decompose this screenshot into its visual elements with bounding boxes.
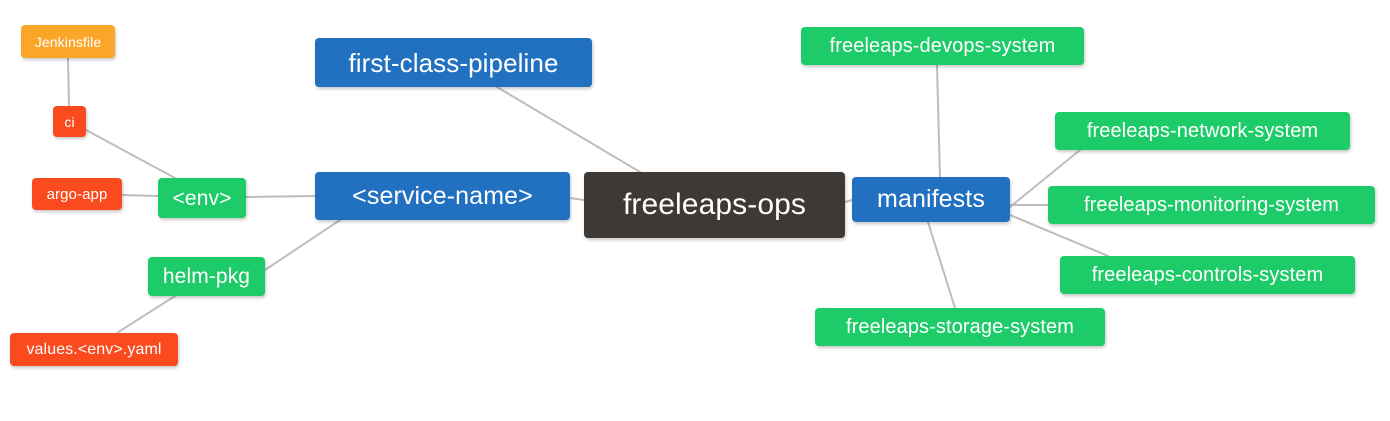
node-service-name[interactable]: <service-name> (315, 172, 570, 220)
node-label-service-name: <service-name> (352, 181, 533, 210)
node-env[interactable]: <env> (158, 178, 246, 218)
node-argo-app[interactable]: argo-app (32, 178, 122, 210)
edge-service-name-to-env (245, 195, 316, 198)
node-values-env-yaml[interactable]: values.<env>.yaml (10, 333, 178, 366)
node-helm-pkg[interactable]: helm-pkg (148, 257, 265, 296)
node-label-ci: ci (64, 113, 75, 130)
node-freeleaps-network-system[interactable]: freeleaps-network-system (1055, 112, 1350, 150)
node-freeleaps-controls-system[interactable]: freeleaps-controls-system (1060, 256, 1355, 294)
node-label-manifests: manifests (877, 185, 985, 213)
node-label-argo-app: argo-app (46, 185, 108, 203)
node-freeleaps-devops-system[interactable]: freeleaps-devops-system (801, 27, 1084, 65)
node-label-freeleaps-devops-system: freeleaps-devops-system (829, 35, 1056, 57)
node-label-first-class-pipeline: first-class-pipeline (348, 47, 559, 78)
node-label-jenkinsfile: Jenkinsfile (34, 33, 102, 50)
node-label-freeleaps-storage-system: freeleaps-storage-system (845, 316, 1075, 338)
node-label-helm-pkg: helm-pkg (162, 265, 251, 288)
edge-helm-pkg-to-values-env-yaml (116, 295, 176, 334)
edge-service-name-to-helm-pkg (264, 219, 341, 271)
edge-env-to-argo-app (121, 194, 159, 197)
node-manifests[interactable]: manifests (852, 177, 1010, 222)
edge-freeleaps-ops-to-service-name (569, 197, 585, 201)
node-freeleaps-ops[interactable]: freeleaps-ops (584, 172, 845, 238)
edge-freeleaps-ops-to-manifests (844, 199, 853, 203)
node-label-env: <env> (172, 186, 232, 210)
edge-env-to-ci (85, 129, 176, 179)
node-freeleaps-monitoring-system[interactable]: freeleaps-monitoring-system (1048, 186, 1375, 224)
node-jenkinsfile[interactable]: Jenkinsfile (21, 25, 115, 58)
edge-manifests-to-freeleaps-storage-system (927, 221, 956, 309)
node-label-freeleaps-ops: freeleaps-ops (622, 188, 807, 221)
edge-ci-to-jenkinsfile (67, 57, 70, 107)
node-first-class-pipeline[interactable]: first-class-pipeline (315, 38, 592, 87)
node-label-freeleaps-network-system: freeleaps-network-system (1086, 120, 1319, 142)
node-ci[interactable]: ci (53, 106, 86, 137)
node-label-values-env-yaml: values.<env>.yaml (26, 340, 162, 358)
node-label-freeleaps-controls-system: freeleaps-controls-system (1091, 264, 1324, 286)
node-label-freeleaps-monitoring-system: freeleaps-monitoring-system (1083, 194, 1339, 216)
edge-freeleaps-ops-to-first-class-pipeline (496, 86, 641, 173)
edge-manifests-to-freeleaps-devops-system (936, 64, 941, 178)
node-freeleaps-storage-system[interactable]: freeleaps-storage-system (815, 308, 1105, 346)
